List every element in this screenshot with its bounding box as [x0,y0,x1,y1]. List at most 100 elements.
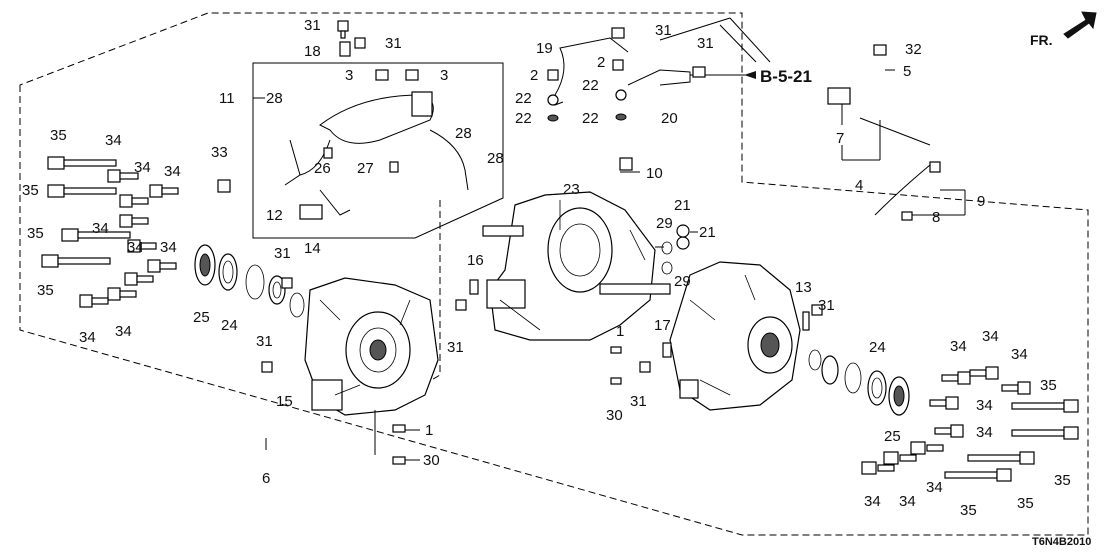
callout-20[interactable]: 20 [661,110,678,127]
callout-35[interactable]: 35 [22,182,39,199]
callout-9[interactable]: 9 [977,193,985,210]
callout-15[interactable]: 15 [276,393,293,410]
callout-34[interactable]: 34 [79,329,96,346]
callout-27[interactable]: 27 [357,160,374,177]
callout-25[interactable]: 25 [193,309,210,326]
callout-3[interactable]: 3 [440,67,448,84]
callout-29[interactable]: 29 [674,273,691,290]
callout-34[interactable]: 34 [864,493,881,510]
callout-14[interactable]: 14 [304,240,321,257]
callout-22[interactable]: 22 [515,110,532,127]
callout-24[interactable]: 24 [221,317,238,334]
dowel-pin [610,377,622,385]
callout-34[interactable]: 34 [164,163,181,180]
callout-6[interactable]: 6 [262,470,270,487]
callout-17[interactable]: 17 [654,317,671,334]
callout-34[interactable]: 34 [982,328,999,345]
callout-19[interactable]: 19 [536,40,553,57]
callout-34[interactable]: 34 [115,323,132,340]
callout-11[interactable]: 11 [219,90,235,107]
callout-31[interactable]: 31 [304,17,321,34]
leader-lines [253,69,966,461]
callout-30[interactable]: 30 [606,407,623,424]
dowel-pin [610,346,622,354]
callout-1[interactable]: 1 [425,422,433,439]
callout-35[interactable]: 35 [1017,495,1034,512]
callout-28[interactable]: 28 [487,150,504,167]
callout-22[interactable]: 22 [582,77,599,94]
callout-31[interactable]: 31 [697,35,714,52]
callout-34[interactable]: 34 [899,493,916,510]
transmission-case-left [304,277,439,416]
callout-12[interactable]: 12 [266,207,283,224]
front-direction-arrow: FR. [1030,11,1097,48]
callout-21[interactable]: 21 [699,224,716,241]
transmission-case-center [482,191,671,341]
callout-31[interactable]: 31 [447,339,464,356]
callout-25[interactable]: 25 [884,428,901,445]
callout-23[interactable]: 23 [563,181,580,198]
callout-30[interactable]: 30 [423,452,440,469]
callout-2[interactable]: 2 [597,54,605,71]
callout-34[interactable]: 34 [105,132,122,149]
callout-31[interactable]: 31 [630,393,647,410]
callout-31[interactable]: 31 [818,297,835,314]
transmission-case-right [669,261,801,411]
callout-35[interactable]: 35 [1040,377,1057,394]
callout-13[interactable]: 13 [795,279,812,296]
long-bolts-left [41,156,131,268]
callout-34[interactable]: 34 [926,479,943,496]
callout-4[interactable]: 4 [855,177,863,194]
callout-5[interactable]: 5 [903,63,911,80]
callout-34[interactable]: 34 [134,159,151,176]
reference-b-5-21[interactable]: B-5-21 [760,67,812,86]
callout-34[interactable]: 34 [976,424,993,441]
callout-34[interactable]: 34 [127,239,144,256]
callout-35[interactable]: 35 [1054,472,1071,489]
callout-35[interactable]: 35 [27,225,44,242]
callout-22[interactable]: 22 [515,90,532,107]
callout-18[interactable]: 18 [304,43,321,60]
callout-34[interactable]: 34 [160,239,177,256]
callout-10[interactable]: 10 [646,165,663,182]
callout-34[interactable]: 34 [950,338,967,355]
callout-34[interactable]: 34 [92,220,109,237]
callout-29[interactable]: 29 [656,215,673,232]
callout-21[interactable]: 21 [674,197,691,214]
callout-26[interactable]: 26 [314,160,331,177]
callout-31[interactable]: 31 [274,245,291,262]
callout-31[interactable]: 31 [655,22,672,39]
callout-22[interactable]: 22 [582,110,599,127]
dowel-pin [392,456,406,465]
callout-28[interactable]: 28 [455,125,472,142]
callout-8[interactable]: 8 [932,209,940,226]
front-direction-label: FR. [1030,32,1053,48]
seals-left [194,244,305,318]
callout-32[interactable]: 32 [905,41,922,58]
callout-16[interactable]: 16 [467,252,484,269]
assembly-boundary [19,12,1089,536]
callout-1[interactable]: 1 [616,323,624,340]
misc-fasteners [217,20,887,373]
callout-34[interactable]: 34 [976,397,993,414]
sensor-assembly [827,87,941,221]
wire-harness-box [252,62,504,239]
callout-31[interactable]: 31 [256,333,273,350]
callout-33[interactable]: 33 [211,144,228,161]
callout-labels: 31 18 31 3 3 11 28 28 28 33 26 27 12 19 … [22,17,1071,519]
dowel-pin [392,424,406,433]
callout-31[interactable]: 31 [385,35,402,52]
callout-35[interactable]: 35 [37,282,54,299]
callout-24[interactable]: 24 [869,339,886,356]
callout-28[interactable]: 28 [266,90,283,107]
callout-3[interactable]: 3 [345,67,353,84]
reference-arrow [744,71,756,79]
callout-7[interactable]: 7 [836,130,844,147]
callout-2[interactable]: 2 [530,67,538,84]
bolts-right [861,366,1079,482]
wire-harness [284,91,469,220]
callout-35[interactable]: 35 [50,127,67,144]
callout-34[interactable]: 34 [1011,346,1028,363]
callout-35[interactable]: 35 [960,502,977,519]
